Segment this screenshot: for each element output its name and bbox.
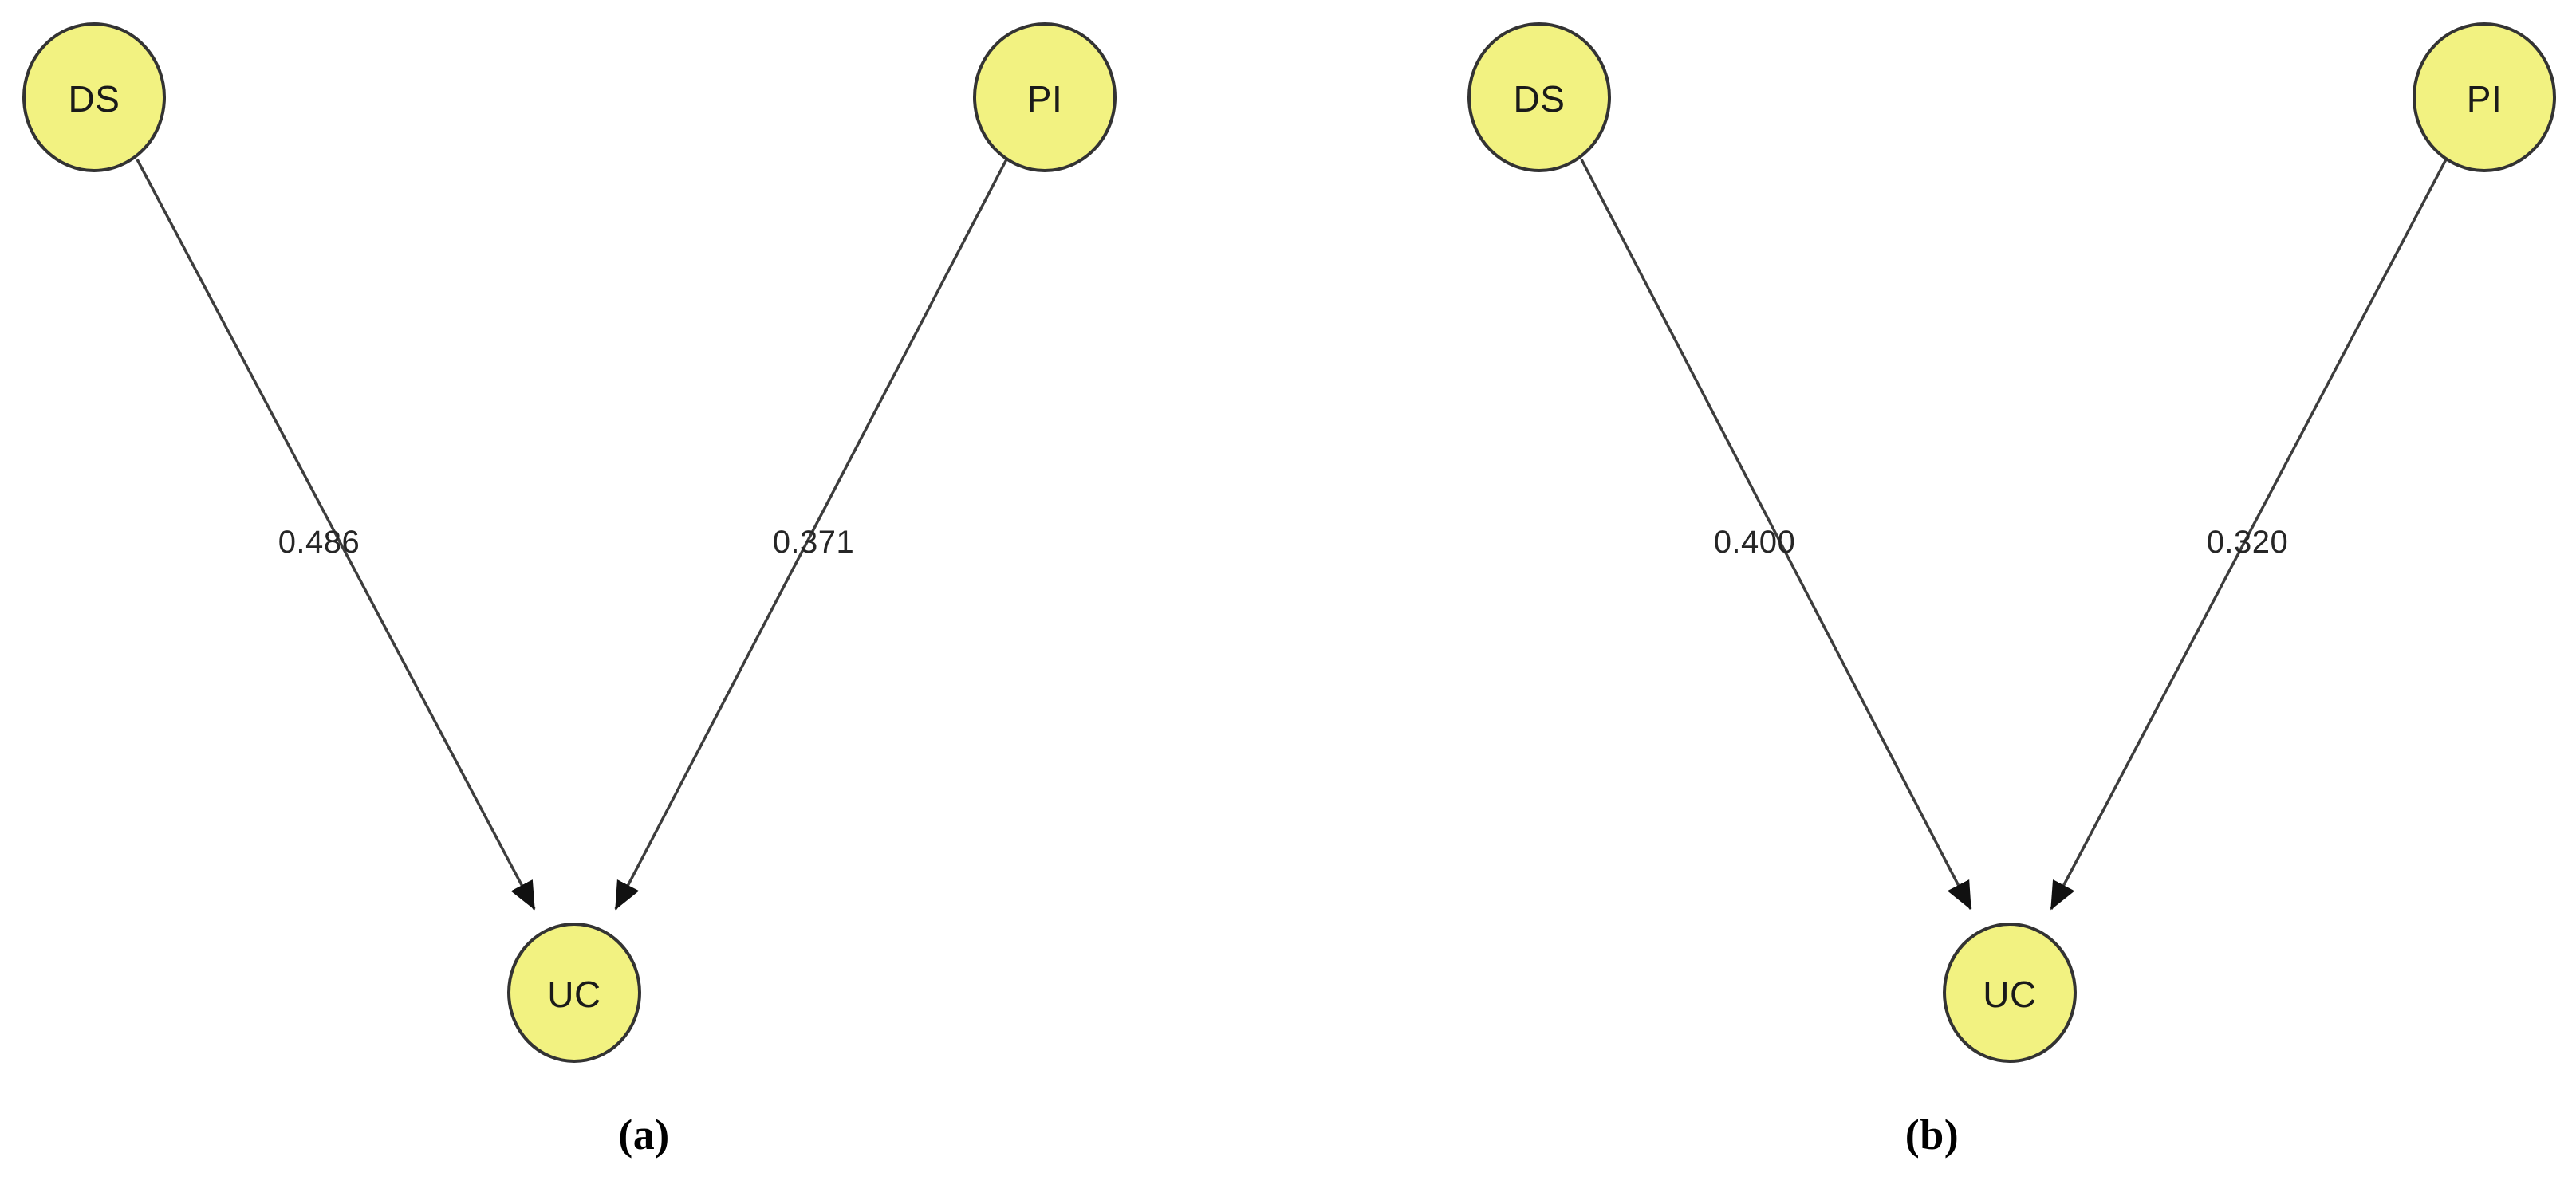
- node-ds[interactable]: DS: [1467, 22, 1611, 172]
- edge-pi-to-uc: [2050, 159, 2448, 911]
- node-pi-label: PI: [2467, 78, 2502, 120]
- node-uc-shape: [1943, 923, 2077, 1063]
- panel-a: DS PI UC 0.486 0.371 (a): [22, 22, 1117, 1159]
- edge-weight-pi-uc: 0.320: [2207, 525, 2289, 560]
- node-ds[interactable]: DS: [22, 22, 166, 172]
- edge-ds-to-uc: [1580, 159, 1972, 911]
- edge-weight-ds-uc: 0.486: [278, 525, 360, 560]
- panel-b-caption: (b): [1904, 1111, 1960, 1159]
- panel-b: DS PI UC 0.400 0.320 (b): [1288, 0, 2576, 1204]
- node-ds-label: DS: [69, 78, 120, 120]
- node-pi-shape: [2413, 22, 2556, 172]
- node-uc[interactable]: UC: [507, 923, 641, 1063]
- node-uc[interactable]: UC: [1943, 923, 2077, 1063]
- edge-weight-ds-uc: 0.400: [1714, 525, 1796, 560]
- path-diagram-a: DS PI UC 0.486 0.371: [22, 22, 1117, 1063]
- node-uc-label: UC: [547, 974, 601, 1015]
- panel-a-caption: (a): [618, 1111, 670, 1159]
- path-diagram-b: DS PI UC 0.400 0.320: [1467, 22, 2556, 1063]
- node-pi-shape: [973, 22, 1117, 172]
- node-pi[interactable]: PI: [2413, 22, 2556, 172]
- node-pi-label: PI: [1027, 78, 1062, 120]
- edge-pi-to-uc: [614, 159, 1008, 911]
- node-uc-label: UC: [1983, 974, 2036, 1015]
- node-ds-shape: [1467, 22, 1611, 172]
- node-ds-shape: [22, 22, 166, 172]
- edge-ds-to-uc: [136, 159, 536, 911]
- node-uc-shape: [507, 923, 641, 1063]
- node-pi[interactable]: PI: [973, 22, 1117, 172]
- node-ds-label: DS: [1514, 78, 1566, 120]
- edge-weight-pi-uc: 0.371: [773, 525, 855, 560]
